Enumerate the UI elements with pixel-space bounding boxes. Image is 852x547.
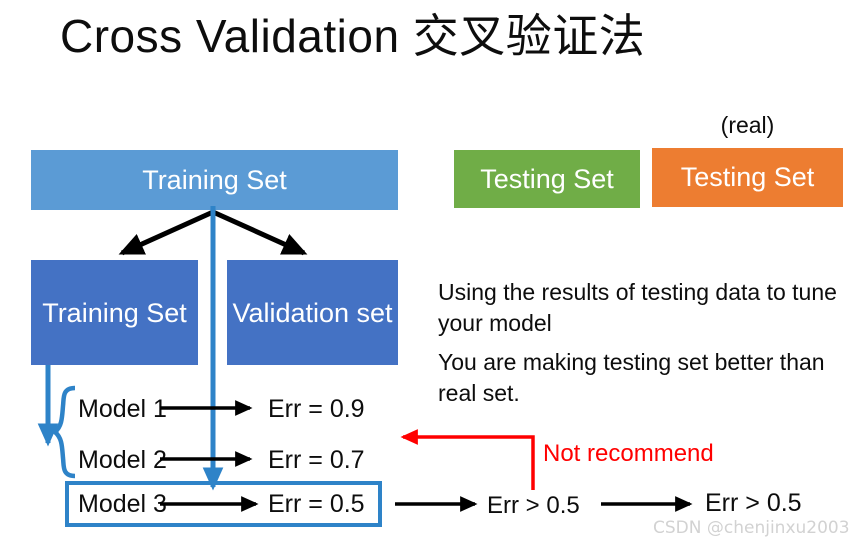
real-annotation-label: (real): [720, 112, 775, 138]
testing-set-orange-box: Testing Set: [652, 148, 843, 207]
not-recommend-label: Not recommend: [543, 440, 714, 467]
note-paragraph-1: Using the results of testing data to tun…: [438, 279, 837, 336]
training-set-sub-label: Training Set: [42, 297, 187, 328]
result-error-middle-label: Err > 0.5: [487, 492, 580, 519]
result-error-right-label: Err > 0.5: [705, 489, 802, 517]
not-recommend-feedback-arrow-icon: [400, 429, 535, 490]
model-name-label: Model 3: [78, 490, 167, 518]
model-row: Model 2 Err = 0.7: [78, 445, 378, 475]
model-error-label: Err = 0.7: [268, 446, 365, 474]
split-arrow-right-icon: [211, 209, 308, 256]
testing-set-green-label: Testing Set: [480, 163, 614, 194]
csdn-watermark: CSDN @chenjinxu2003: [653, 518, 850, 538]
validation-set-box: Validation set: [227, 260, 398, 365]
blue-brace-icon: [51, 385, 76, 479]
model-row: Model 3 Err = 0.5: [78, 489, 378, 519]
model-error-label: Err = 0.5: [268, 490, 365, 518]
split-arrow-left-icon: [118, 209, 215, 256]
page-title: Cross Validation 交叉验证法: [60, 10, 646, 62]
training-set-top-label: Training Set: [142, 164, 287, 195]
model-name-label: Model 2: [78, 446, 167, 474]
model-row: Model 1 Err = 0.9: [78, 394, 378, 424]
testing-set-orange-label: Testing Set: [680, 162, 815, 192]
note-paragraph-2: You are making testing set better than r…: [438, 349, 825, 406]
training-set-sub-box: Training Set: [31, 260, 198, 365]
model-name-label: Model 1: [78, 395, 167, 423]
validation-set-label: Validation set: [232, 297, 393, 328]
model-error-label: Err = 0.9: [268, 395, 365, 423]
testing-set-green-box: Testing Set: [454, 150, 640, 208]
training-set-top-box: Training Set: [31, 150, 398, 210]
